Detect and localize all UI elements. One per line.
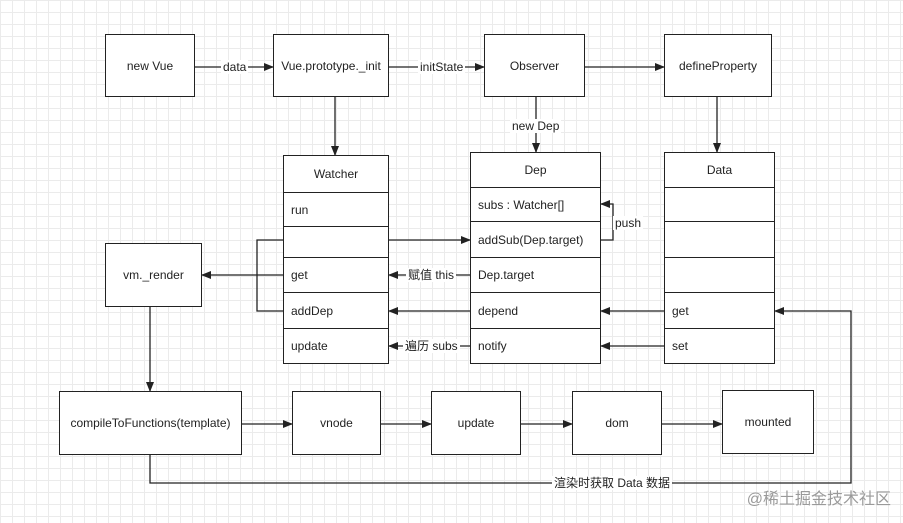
label-assign-this: 赋值 this xyxy=(406,268,457,282)
define-property-node: defineProperty xyxy=(664,34,772,97)
watcher-row-adddep: addDep xyxy=(283,292,389,329)
label-traverse-subs: 遍历 subs xyxy=(403,339,460,353)
update-node: update xyxy=(431,391,521,455)
dep-row-target: Dep.target xyxy=(470,257,601,293)
watcher-row-get: get xyxy=(283,257,389,293)
label-new-dep: new Dep xyxy=(510,119,562,133)
compile-node: compileToFunctions(template) xyxy=(59,391,242,455)
dep-row-subs: subs : Watcher[] xyxy=(470,187,601,222)
arrow-render-data-get xyxy=(149,307,852,484)
label-push: push xyxy=(613,216,644,230)
data-title: Data xyxy=(664,152,775,188)
vnode-node: vnode xyxy=(292,391,381,455)
watermark: @稀土掘金技术社区 xyxy=(746,491,891,508)
data-row-1 xyxy=(664,187,775,222)
observer-node: Observer xyxy=(484,34,585,97)
watcher-title: Watcher xyxy=(283,155,389,193)
dep-row-depend: depend xyxy=(470,292,601,329)
watcher-row-blank xyxy=(283,226,389,258)
dom-node: dom xyxy=(572,391,662,455)
vm-render-node: vm._render xyxy=(105,243,202,307)
data-row-2 xyxy=(664,221,775,258)
label-render-get-data: 渲染时获取 Data 数据 xyxy=(552,476,673,490)
push-loop xyxy=(600,200,614,241)
new-vue-node: new Vue xyxy=(105,34,195,97)
mounted-node: mounted xyxy=(722,390,814,454)
label-data: data xyxy=(221,60,249,74)
watcher-row-run: run xyxy=(283,192,389,227)
dep-title: Dep xyxy=(470,152,601,188)
dep-row-notify: notify xyxy=(470,328,601,364)
dep-row-addsub: addSub(Dep.target) xyxy=(470,221,601,258)
vue-init-node: Vue.prototype._init xyxy=(273,34,389,97)
data-row-get: get xyxy=(664,292,775,329)
data-row-3 xyxy=(664,257,775,293)
watcher-row-update: update xyxy=(283,328,389,364)
data-row-set: set xyxy=(664,328,775,364)
label-initstate: initState xyxy=(418,60,466,74)
